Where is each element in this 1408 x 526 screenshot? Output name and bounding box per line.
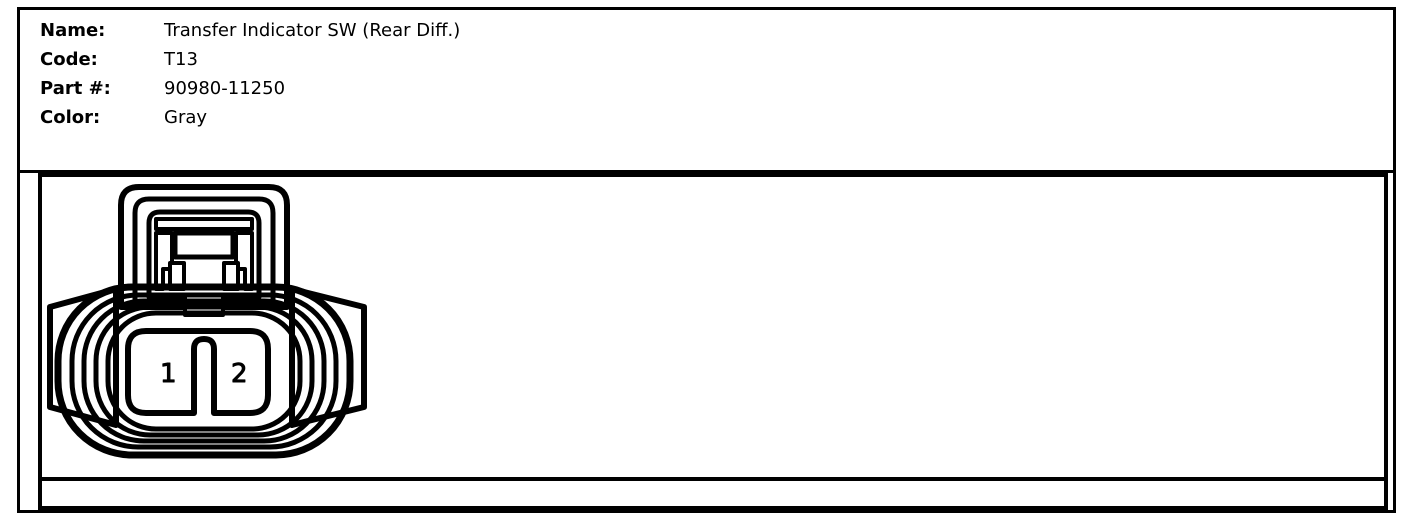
info-row-part-number: Part #: 90980-11250: [40, 74, 1240, 103]
info-row-name: Name: Transfer Indicator SW (Rear Diff.): [40, 16, 1240, 45]
header-divider-line: [17, 170, 1396, 173]
figure-bottom-strip: [38, 481, 1388, 511]
info-row-code: Code: T13: [40, 45, 1240, 74]
pin-number-2: 2: [231, 359, 248, 389]
info-value-code: T13: [164, 49, 198, 70]
connector-drawing: 1 2: [47, 184, 367, 459]
connector-figure-box: 1 2: [38, 173, 1388, 481]
info-value-color: Gray: [164, 107, 208, 128]
connector-info-block: Name: Transfer Indicator SW (Rear Diff.)…: [40, 16, 1240, 132]
body-shell-4: [93, 304, 315, 438]
info-value-part-number: 90980-11250: [164, 78, 286, 99]
connector-diagram: 1 2: [47, 184, 367, 459]
pin-cavity-outline: [125, 328, 271, 416]
latch-center-pad: [172, 230, 236, 260]
body-shell-3: [81, 298, 327, 444]
info-label-code: Code:: [40, 49, 98, 70]
body-shell-2: [69, 292, 339, 450]
info-label-name: Name:: [40, 20, 106, 41]
info-label-part-number: Part #:: [40, 78, 111, 99]
body-shell-5: [105, 310, 303, 432]
latch-top-bar: [154, 217, 254, 231]
info-label-color: Color:: [40, 107, 101, 128]
info-value-name: Transfer Indicator SW (Rear Diff.): [164, 20, 461, 41]
info-row-color: Color: Gray: [40, 103, 1240, 132]
body-shell-1: [54, 283, 354, 459]
page-outer-frame: [17, 7, 1396, 513]
pin-number-1: 1: [160, 359, 177, 389]
